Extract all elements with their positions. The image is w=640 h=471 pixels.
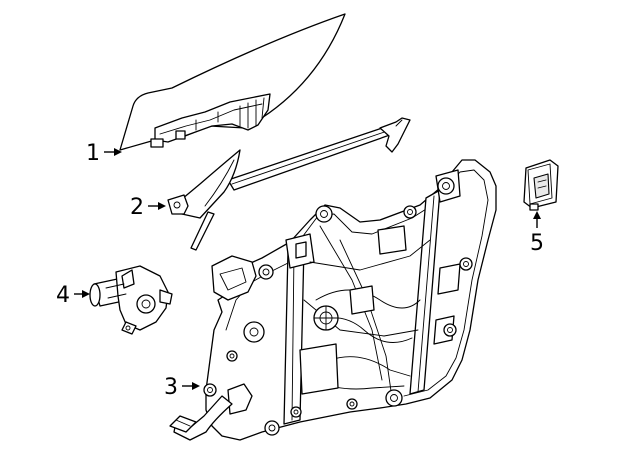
svg-text:5: 5	[530, 231, 544, 256]
callout-3: 3	[164, 375, 200, 400]
door-glass[interactable]	[119, 13, 346, 151]
svg-text:2: 2	[130, 195, 144, 220]
svg-text:3: 3	[164, 375, 178, 400]
quarter-glass[interactable]	[167, 117, 411, 251]
window-motor[interactable]	[89, 265, 173, 335]
window-switch[interactable]	[523, 159, 559, 211]
callout-2: 2	[130, 195, 166, 220]
window-regulator[interactable]	[169, 159, 497, 441]
callout-5: 5	[530, 211, 544, 256]
svg-text:4: 4	[56, 283, 70, 308]
svg-text:1: 1	[86, 141, 100, 166]
callout-4: 4	[56, 283, 90, 308]
callout-1: 1	[86, 141, 122, 166]
